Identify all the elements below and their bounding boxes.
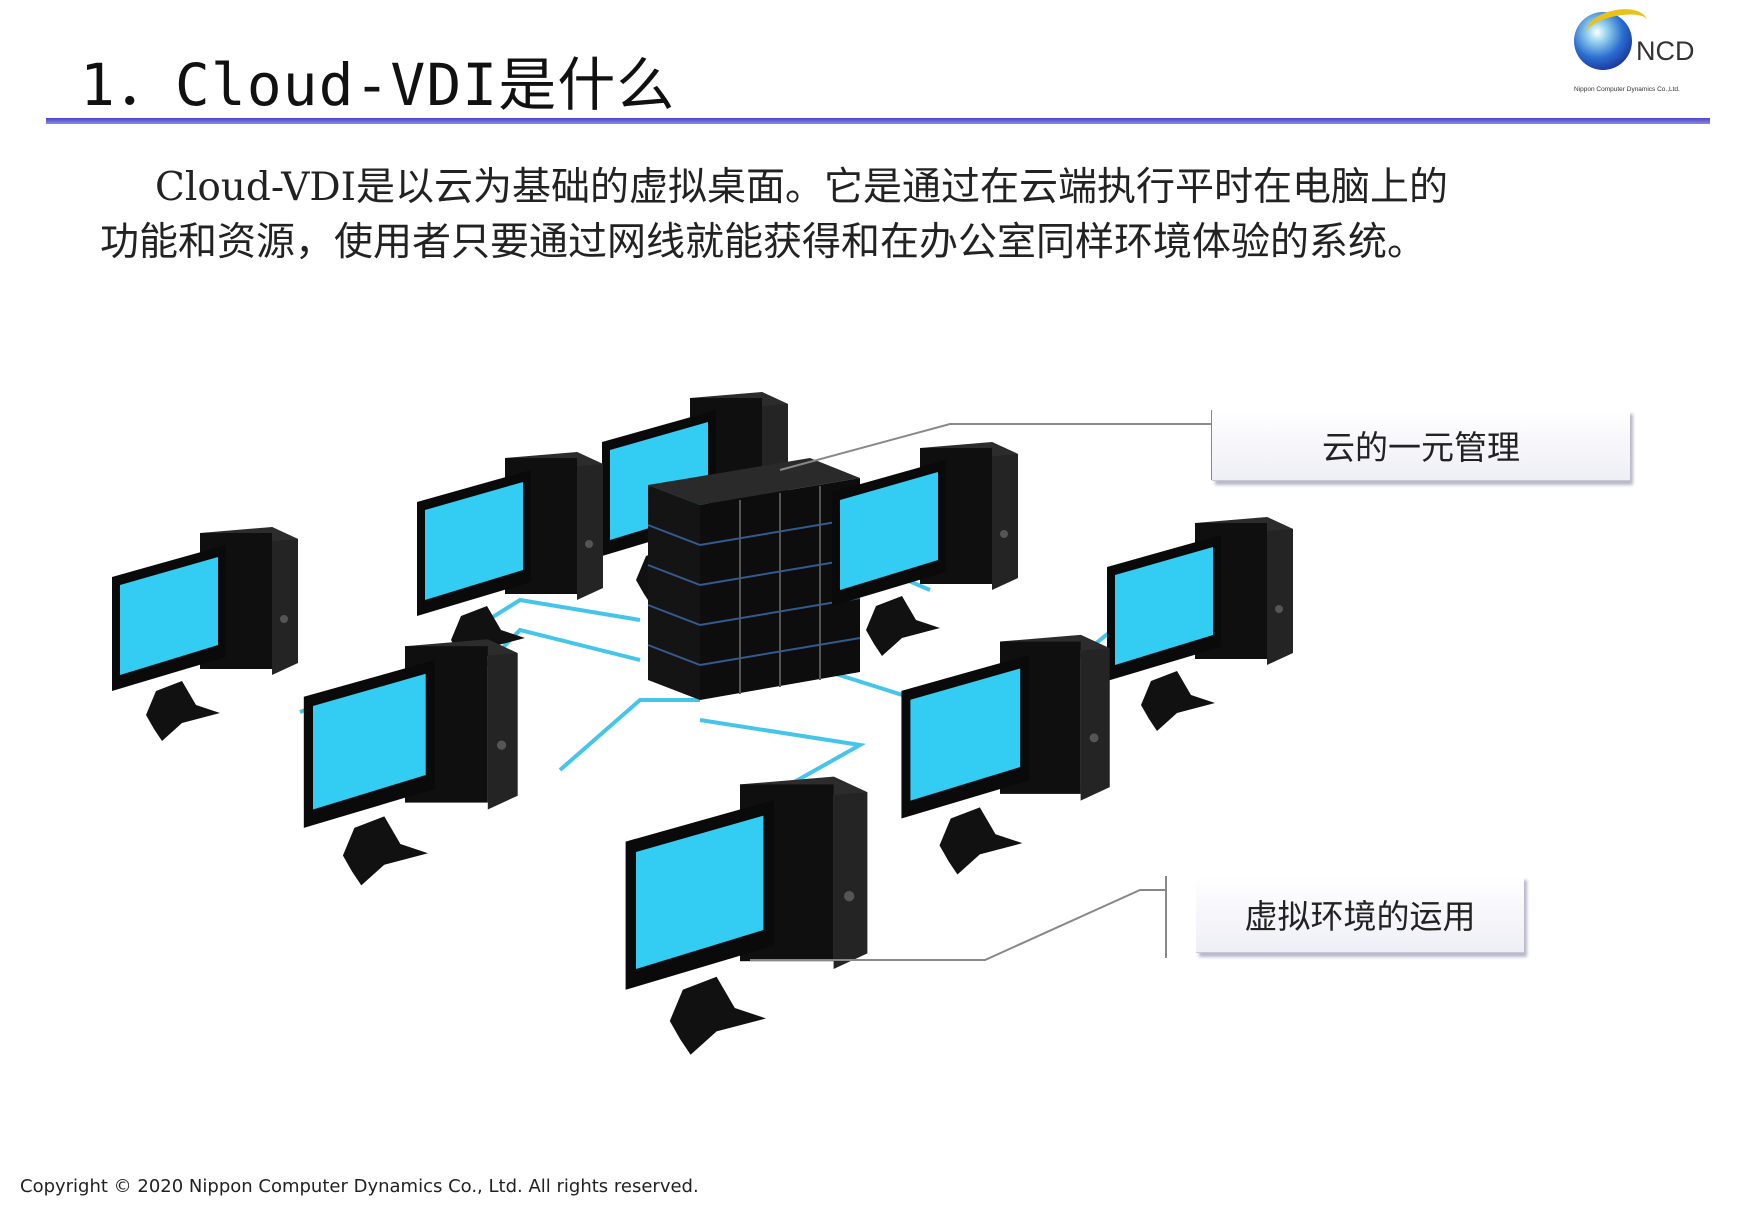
description-line-2: 功能和资源，使用者只要通过网线就能获得和在办公室同样环境体验的系统。 (100, 220, 1427, 265)
client-computer-center-left (303, 639, 518, 886)
description: Cloud-VDI是以云为基础的虚拟桌面。它是通过在云端执行平时在电脑上的 功能… (100, 160, 1660, 270)
title-underline (46, 118, 1710, 124)
cloud-server-rack (602, 392, 861, 700)
virtual-environment-label: 虚拟环境的运用 (1196, 876, 1524, 953)
logo-brand-text: NCD (1636, 36, 1695, 66)
client-computer-right (1107, 517, 1293, 731)
ncd-logo: NCD Nippon Computer Dynamics Co.,Ltd. (1566, 3, 1726, 102)
logo-subtitle: Nippon Computer Dynamics Co.,Ltd. (1574, 86, 1680, 93)
description-line-1: Cloud-VDI是以云为基础的虚拟桌面。它是通过在云端执行平时在电脑上的 (155, 165, 1449, 210)
page-title: 1．Cloud-VDI是什么 (80, 51, 676, 119)
logo-globe-icon (1574, 12, 1632, 70)
client-computer-center-right (901, 634, 1110, 875)
client-computer-bottom (625, 776, 868, 1055)
copyright-footer: Copyright © 2020 Nippon Computer Dynamic… (20, 1176, 699, 1197)
client-computer-left (112, 527, 298, 741)
client-computer-top-left (417, 452, 603, 666)
cloud-management-label: 云的一元管理 (1212, 410, 1630, 481)
